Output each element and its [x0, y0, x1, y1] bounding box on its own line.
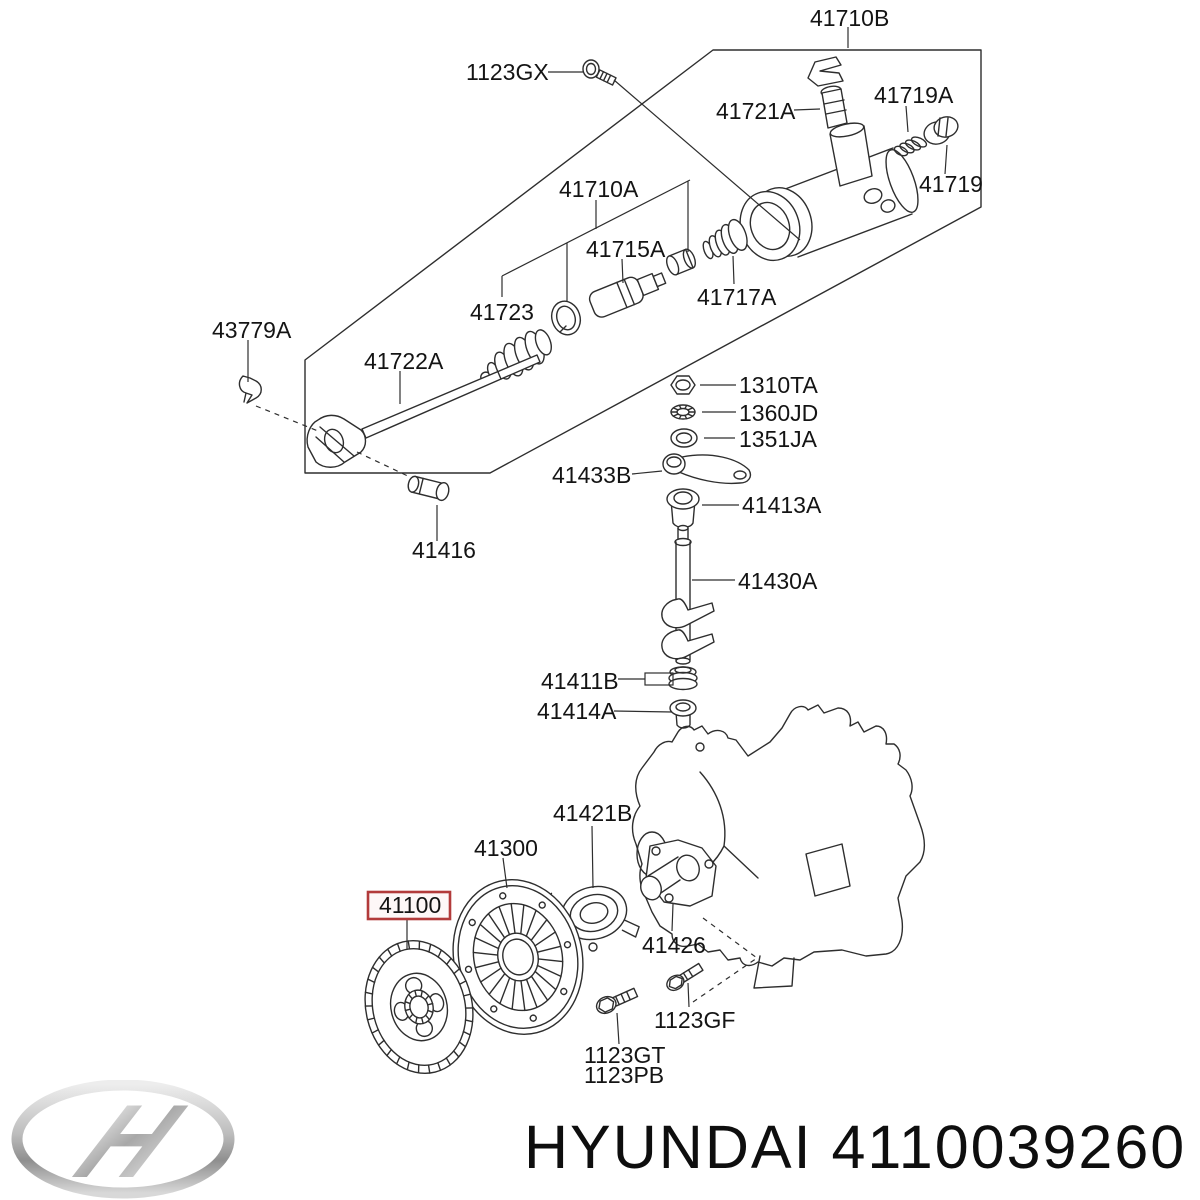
- part-label-41100[interactable]: 41100: [379, 892, 441, 918]
- part-label-41722A[interactable]: 41722A: [364, 348, 444, 374]
- snap-ring: [550, 300, 582, 336]
- part-label-1360JD[interactable]: 1360JD: [739, 400, 818, 426]
- part-label-41710A[interactable]: 41710A: [559, 176, 639, 202]
- part-label-41721A[interactable]: 41721A: [716, 98, 796, 124]
- part-label-1123GT[interactable]: 1123GT: [584, 1042, 665, 1068]
- arm-41433b: [662, 453, 752, 485]
- highlight-box-41100: [366, 890, 452, 921]
- leader-pipe-41411b: [644, 672, 674, 686]
- flange-41426: [640, 839, 717, 907]
- part-label-41433B[interactable]: 41433B: [552, 462, 631, 488]
- part-label-41723[interactable]: 41723: [470, 299, 534, 325]
- part-label-41414A[interactable]: 41414A: [537, 698, 617, 724]
- clutch-disc-41100: [364, 940, 474, 1074]
- spring-41719a: [893, 136, 928, 157]
- nut-1310ta: [670, 375, 696, 395]
- part-label-1123GX[interactable]: 1123GX: [466, 59, 549, 85]
- bushing-41411b: [668, 666, 698, 691]
- ring-1351ja: [670, 428, 698, 448]
- part-label-41717A[interactable]: 41717A: [697, 284, 777, 310]
- screw-1123gx: [582, 59, 617, 86]
- leader-lines-dashed: [255, 405, 759, 1003]
- cap-41719: [923, 116, 959, 145]
- part-label-41719[interactable]: 41719: [919, 171, 983, 197]
- cotter-pin-43779a: [238, 375, 262, 404]
- part-label-layer: 41710B 1123GX 41721A 41719A 41719 41710A 41715…: [212, 5, 983, 1088]
- part-label-41300[interactable]: 41300: [474, 835, 538, 861]
- pin-41416: [407, 475, 450, 502]
- part-label-1123PB[interactable]: 1123PB: [584, 1062, 664, 1088]
- washer-1360jd: [670, 404, 696, 420]
- part-label-1123GF[interactable]: 1123GF: [654, 1007, 735, 1033]
- part-label-43779A[interactable]: 43779A: [212, 317, 292, 343]
- part-label-1351JA[interactable]: 1351JA: [739, 426, 818, 452]
- bolt-1123gf: [666, 962, 704, 992]
- hyundai-logo: H: [11, 1080, 235, 1199]
- bushing-41413a: [666, 488, 700, 529]
- bolt-1123gt: [595, 987, 639, 1015]
- brand-name: HYUNDAI: [524, 1113, 813, 1181]
- leader-lines: [247, 27, 948, 1045]
- master-cylinder-41710b: [739, 56, 919, 262]
- part-label-41426[interactable]: 41426: [642, 932, 706, 958]
- boot-41717a: [702, 218, 748, 260]
- diagram-artwork: [238, 49, 982, 1074]
- part-label-41421B[interactable]: 41421B: [553, 800, 632, 826]
- pushrod-41722a: [306, 354, 541, 468]
- kit-boundary-box: [304, 49, 982, 474]
- part-label-41413A[interactable]: 41413A: [742, 492, 822, 518]
- part-number: 4110039260: [831, 1113, 1187, 1181]
- part-label-1310TA[interactable]: 1310TA: [739, 372, 819, 398]
- part-label-41719A[interactable]: 41719A: [874, 82, 954, 108]
- part-label-41411B[interactable]: 41411B: [541, 668, 619, 694]
- piston-41715a: [588, 272, 667, 318]
- shaft-41430a: [661, 524, 715, 665]
- part-label-41416[interactable]: 41416: [412, 537, 476, 563]
- pressure-plate-41300: [452, 879, 584, 1035]
- part-label-41710B[interactable]: 41710B: [810, 5, 889, 31]
- transmission-housing: [583, 704, 926, 989]
- bushing-41414a: [669, 699, 697, 729]
- boot-41723: [480, 329, 552, 383]
- spacer-bushing: [665, 248, 697, 276]
- footer-part-number: HYUNDAI 4110039260: [524, 1112, 1186, 1182]
- part-label-41715A[interactable]: 41715A: [586, 236, 666, 262]
- part-label-41430A[interactable]: 41430A: [738, 568, 818, 594]
